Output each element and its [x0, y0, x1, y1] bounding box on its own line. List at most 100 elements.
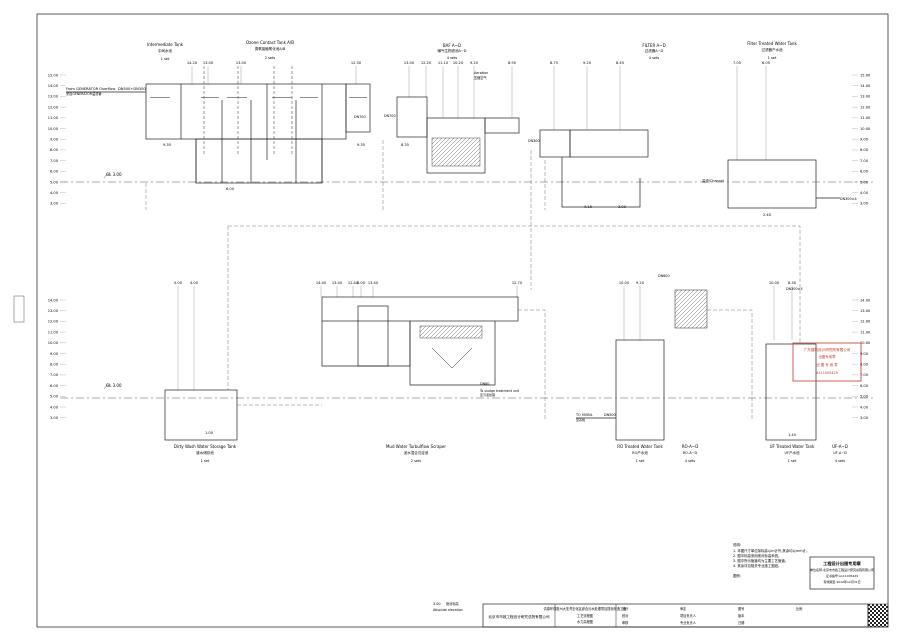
level-leaders-bottom	[177, 286, 793, 390]
title-ozone-cn: 臭氧接触氧化池A/B	[255, 46, 286, 51]
svg-text:9.20: 9.20	[470, 61, 479, 65]
title-filter-treated: Filter Treated Water Tank	[747, 41, 797, 46]
scale-tick-label: 4.00	[50, 191, 59, 195]
scale-tick-label: 5.00	[50, 180, 59, 184]
drawing-frame	[36, 13, 889, 628]
svg-text:8.75: 8.75	[550, 61, 558, 65]
title-ro-cn: RO产水池	[632, 450, 648, 455]
count-ro: 1 set	[636, 459, 645, 463]
title-filter: FILTER A~D	[642, 43, 665, 48]
scale-tick-label: 10.00	[48, 341, 59, 345]
scale-tick-label: 12.00	[860, 320, 871, 324]
baf-tank	[396, 96, 520, 174]
svg-text:10.20: 10.20	[453, 61, 464, 65]
pipe-dn700: DN700	[354, 115, 366, 119]
title-block-cell: 图号	[738, 606, 744, 611]
pipe-dn300x4: DN300×4	[840, 197, 857, 201]
level-ft-bottom: 2.40	[763, 213, 772, 217]
ozone-contact-tank	[145, 83, 371, 184]
svg-text:绝对标高: 绝对标高	[446, 601, 459, 606]
level-leaders-top	[191, 66, 767, 160]
title-block-cell: 设计	[622, 606, 629, 611]
source-label-cn: 来自GENERATOR溢流管	[66, 91, 102, 96]
svg-text:4.00: 4.00	[190, 281, 199, 285]
scale-tick-label: 11.00	[860, 330, 871, 334]
pipe-dn500: DN500+DN300	[118, 87, 146, 91]
pipe-dn300x4b: DN300×4	[786, 287, 803, 291]
tag-uf-count: 4 sets	[835, 459, 846, 463]
count-filter-treated: 1 set	[768, 56, 777, 60]
elevation-scale-top-left: 15.0014.0013.0012.0011.0010.009.008.007.…	[48, 73, 66, 206]
title-block-cell: 日期	[738, 620, 744, 625]
title-intermediate: Intermediate Tank	[147, 42, 184, 47]
to-sludge-label-cn: 至污泥处理	[480, 392, 495, 397]
scale-tick-label: 11.00	[860, 116, 871, 120]
title-block-cell: 审核	[622, 620, 629, 625]
unit-titles-bottom: Dirty Wash Water Storage Tank 废水储存池 1 se…	[174, 444, 848, 463]
title-block-cell: 版本	[738, 613, 745, 618]
scale-tick-label: 8.00	[860, 363, 869, 367]
count-scraper: 2 sets	[411, 459, 422, 463]
title-wash: Dirty Wash Water Storage Tank	[174, 444, 237, 449]
title-filter-cn: 过滤器A~D	[645, 48, 664, 53]
level-values-bottom: 5.00 4.00 14.40 13.40 12.40 8.00 13.40 1…	[174, 281, 797, 285]
scale-tick-label: 4.00	[860, 191, 869, 195]
svg-text:4. 其余详见相关专业施工图纸。: 4. 其余详见相关专业施工图纸。	[733, 563, 781, 568]
pipe-dn300: DN300	[528, 139, 540, 143]
tag-ro-cn: RO-A~D	[683, 451, 698, 455]
scale-tick-label: 11.00	[48, 330, 59, 334]
svg-text:单位名称:北京市市政工程设计研究总院有限公司: 单位名称:北京市市政工程设计研究总院有限公司	[810, 567, 874, 572]
certification-box: 工程设计出图专用章 单位名称:北京市市政工程设计研究总院有限公司 证书编号:A1…	[809, 556, 875, 590]
scale-tick-label: 6.00	[860, 384, 869, 388]
count-uf: 1 set	[788, 459, 797, 463]
title-block-cell: 比例	[796, 606, 802, 611]
title-block-cell: 项目负责人	[680, 613, 697, 618]
svg-text:说明:: 说明:	[733, 542, 741, 547]
svg-text:11.10: 11.10	[438, 61, 449, 65]
svg-text:A111005429: A111005429	[816, 371, 838, 375]
scale-tick-label: 3.00	[860, 416, 869, 420]
level-uf-bottom: 1.40	[788, 433, 797, 437]
svg-text:14.40: 14.40	[316, 281, 327, 285]
binding-margin-mark	[13, 295, 25, 323]
scale-tick-label: 6.00	[50, 384, 59, 388]
scale-tick-label: 15.00	[48, 73, 59, 77]
title-baf-cn: 曝气生物滤池A~D	[437, 48, 466, 53]
title-uf-cn: UF产水池	[784, 450, 800, 455]
svg-text:证书编号:A111005429: 证书编号:A111005429	[826, 573, 858, 578]
scale-tick-label: 8.00	[50, 148, 59, 152]
scale-tick-label: 14.00	[48, 84, 59, 88]
tag-ro: RO-A~D	[682, 444, 699, 449]
level-filter-outlet: 3.00	[618, 205, 627, 209]
scale-tick-label: 14.00	[860, 298, 871, 302]
title-baf: BAF A~D	[443, 43, 461, 48]
scale-tick-label: 11.00	[48, 116, 59, 120]
overflow-label: 溢流/Channel	[702, 178, 724, 183]
turbulflow-scraper	[321, 296, 519, 386]
level-intermediate-bottom: 9.35	[163, 143, 171, 147]
qr-code	[867, 603, 889, 628]
svg-text:9.20: 9.20	[583, 61, 592, 65]
tag-uf: UF-A~D	[832, 444, 848, 449]
level-baf-inlet: 8.35	[401, 143, 409, 147]
svg-text:13.40: 13.40	[368, 281, 379, 285]
title-ozone: Ozone Contact Tank A/B	[246, 40, 294, 45]
scale-tick-label: 12.00	[48, 320, 59, 324]
level-ozone-outlet: 9.35	[357, 143, 365, 147]
scale-tick-label: 4.00	[50, 405, 59, 409]
project-name: 清源环保惠州大亚湾石化区综合污水处理项目提标改造工程	[544, 606, 628, 611]
svg-text:9.20: 9.20	[636, 281, 645, 285]
ro-tank	[615, 339, 665, 441]
gl-label-top: GL 3.00	[106, 172, 122, 177]
scale-tick-label: 7.00	[860, 159, 869, 163]
baf-media	[431, 137, 481, 167]
svg-text:3. 图中所示管道均为主要工艺管道。: 3. 图中所示管道均为主要工艺管道。	[733, 558, 788, 563]
company-name: 北京市市政工程设计研究总院有限公司	[488, 614, 549, 619]
to-mobil-label-cn: 至系统	[576, 417, 585, 422]
tag-uf-cn: UF-A~D	[833, 451, 847, 455]
aeration-label: Aeration	[474, 71, 488, 75]
scale-tick-label: 8.00	[860, 148, 869, 152]
title-ro: RO Treated Water Tank	[617, 444, 663, 449]
svg-text:1. 本图尺寸单位除标高以m计外,其余均以mm计。: 1. 本图尺寸单位除标高以m计外,其余均以mm计。	[733, 548, 809, 553]
scale-tick-label: 7.00	[50, 373, 59, 377]
